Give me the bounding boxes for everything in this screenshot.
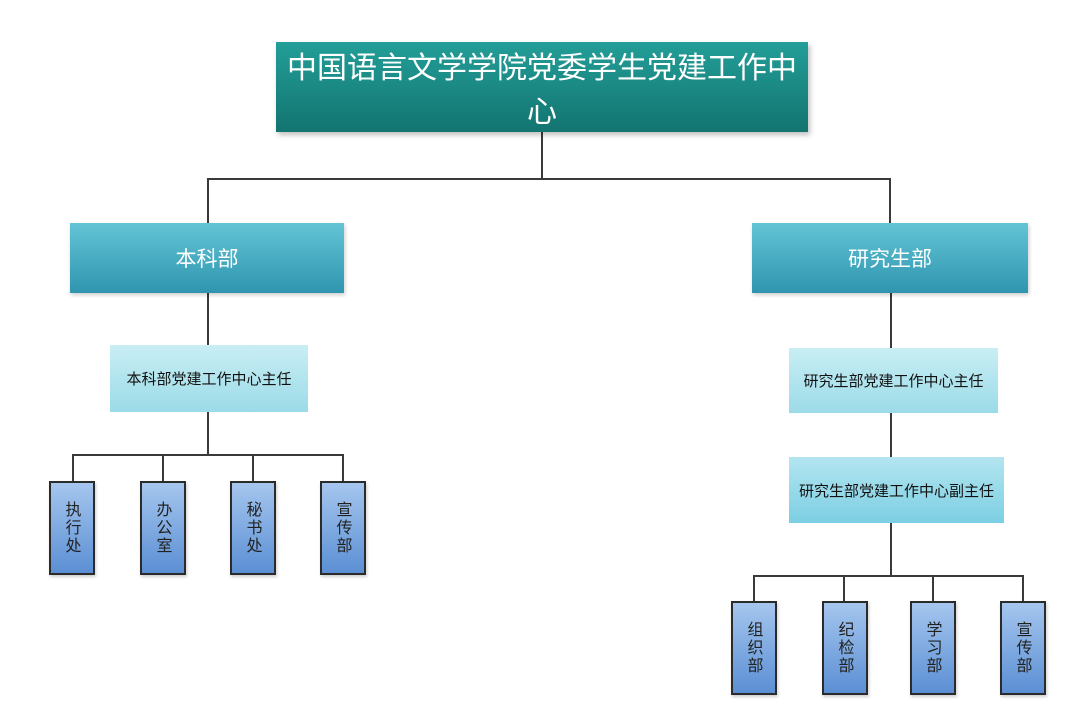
graduate-dept-node: 研究生部 (752, 223, 1028, 293)
graduate-head-node: 研究生部党建工作中心主任 (789, 348, 998, 413)
graduate-unit-2: 纪检部 (822, 601, 868, 695)
graduate-unit-4: 宣传部 (1000, 601, 1046, 695)
graduate-deputy-node: 研究生部党建工作中心副主任 (789, 457, 1004, 523)
connector-graduate-units-bar (753, 575, 1024, 601)
connector-root-branch (207, 178, 891, 223)
graduate-deputy-label: 研究生部党建工作中心副主任 (798, 481, 994, 500)
undergrad-unit-2-label: 办公室 (153, 501, 173, 555)
undergrad-unit-1-label: 执行处 (62, 501, 82, 555)
undergrad-dept-node: 本科部 (70, 223, 344, 293)
graduate-unit-3-label: 学习部 (923, 621, 943, 675)
undergrad-unit-2: 办公室 (140, 481, 186, 575)
undergrad-unit-1: 执行处 (49, 481, 95, 575)
graduate-unit-3: 学习部 (910, 601, 956, 695)
root-node: 中国语言文学学院党委学生党建工作中心 (276, 42, 808, 132)
graduate-head-label: 研究生部党建工作中心主任 (803, 372, 984, 390)
graduate-unit-1-label: 组织部 (744, 621, 764, 675)
undergrad-unit-4-label: 宣传部 (333, 501, 353, 555)
undergrad-dept-label: 本科部 (175, 247, 239, 271)
graduate-unit-2-label: 纪检部 (835, 621, 855, 675)
undergrad-unit-3: 秘书处 (230, 481, 276, 575)
undergrad-unit-4: 宣传部 (320, 481, 366, 575)
undergrad-head-node: 本科部党建工作中心主任 (110, 345, 308, 412)
undergrad-head-label: 本科部党建工作中心主任 (126, 370, 292, 388)
graduate-unit-1: 组织部 (731, 601, 777, 695)
root-label: 中国语言文学学院党委学生党建工作中心 (287, 51, 797, 130)
graduate-unit-4-label: 宣传部 (1013, 621, 1033, 675)
connector-undergrad-units-bar (72, 454, 344, 481)
graduate-dept-label: 研究生部 (848, 247, 932, 271)
undergrad-unit-3-label: 秘书处 (243, 501, 263, 555)
